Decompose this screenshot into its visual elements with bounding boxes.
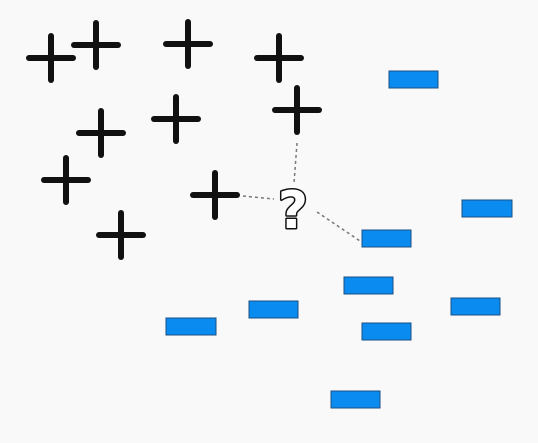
minus-icon	[388, 70, 439, 89]
minus-icon	[165, 317, 217, 336]
neighbor-link	[242, 195, 275, 200]
plus-icon	[41, 155, 91, 205]
minus-icon	[248, 300, 299, 319]
minus-icon	[461, 199, 513, 218]
plus-icon	[26, 33, 76, 83]
minus-icon	[450, 297, 501, 316]
plus-icon	[71, 20, 121, 70]
minus-icon	[330, 390, 381, 409]
plus-icon	[96, 210, 146, 260]
query-symbol: ?	[278, 181, 308, 241]
minus-icon	[343, 276, 394, 295]
neighbor-link	[293, 142, 298, 184]
positive-class-group	[26, 19, 322, 260]
plus-icon	[272, 85, 322, 135]
plus-icon	[76, 108, 126, 158]
minus-icon	[361, 229, 412, 248]
negative-class-group	[165, 70, 513, 409]
plus-icon	[254, 33, 304, 83]
minus-icon	[361, 322, 412, 341]
neighbor-link	[316, 211, 361, 242]
neighbor-links	[242, 142, 361, 242]
question-mark-icon: ?	[276, 180, 309, 243]
plus-icon	[151, 94, 201, 144]
plus-icon	[190, 170, 240, 220]
plus-icon	[163, 19, 213, 69]
